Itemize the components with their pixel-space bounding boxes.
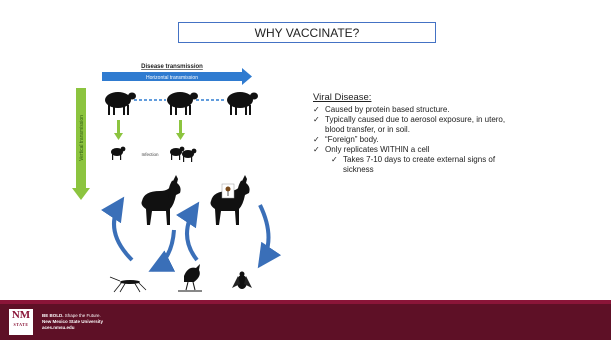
footer-text: BE BOLD. Shape the Future. New Mexico St…	[42, 313, 103, 331]
down-arrow-icon	[114, 120, 123, 140]
lamb-icon	[111, 147, 125, 160]
bullet-list: ✓Caused by protein based structure. ✓Typ…	[313, 105, 513, 175]
horizontal-transmission-arrow: Horizontal transmission	[102, 68, 252, 85]
cycle-arrow	[187, 205, 197, 260]
viral-disease-text: Viral Disease: ✓Caused by protein based …	[313, 93, 513, 175]
goat-icon	[211, 175, 250, 225]
sheep-icon	[105, 92, 136, 115]
vertical-transmission-arrow: Vertical transmission	[72, 88, 90, 200]
bullet-item: ✓Typically caused due to aerosol exposur…	[313, 115, 513, 135]
viral-disease-heading: Viral Disease:	[313, 93, 513, 103]
slide-title: WHY VACCINATE?	[178, 22, 436, 43]
slide-title-text: WHY VACCINATE?	[255, 26, 360, 40]
checkmark-icon: ✓	[313, 145, 320, 155]
lamb-icon	[182, 149, 196, 162]
bullet-item: ✓Caused by protein based structure.	[313, 105, 513, 115]
goat-icon	[142, 175, 181, 225]
disease-transmission-figure: Disease transmission Horizontal transmis…	[72, 60, 282, 295]
horizontal-transmission-label: Horizontal transmission	[146, 75, 198, 81]
bullet-item: ✓Only replicates WITHIN a cell	[313, 145, 513, 155]
sheep-icon	[227, 92, 258, 115]
vertical-transmission-label: Vertical transmission	[79, 115, 85, 161]
sub-bullet-item: ✓Takes 7-10 days to create external sign…	[313, 155, 513, 175]
figure-header: Disease transmission	[141, 64, 203, 70]
bird-icon	[178, 264, 202, 291]
checkmark-icon: ✓	[313, 115, 320, 125]
checkmark-icon: ✓	[313, 105, 320, 115]
cycle-arrow	[260, 205, 269, 265]
fly-icon	[232, 272, 252, 290]
cycle-arrow	[152, 230, 174, 270]
cycle-arrow	[114, 200, 132, 260]
footer-website: aces.nmsu.edu	[42, 325, 103, 331]
vaccine-tag-icon	[222, 184, 234, 198]
mosquito-icon	[110, 277, 146, 292]
nmsu-logo: NM STATE	[9, 309, 33, 335]
sheep-icon	[167, 92, 198, 115]
bullet-item: ✓“Foreign” body.	[313, 135, 513, 145]
checkmark-icon: ✓	[331, 155, 338, 165]
infection-label: Infection	[141, 152, 159, 157]
down-arrow-icon	[176, 120, 185, 140]
checkmark-icon: ✓	[313, 135, 320, 145]
